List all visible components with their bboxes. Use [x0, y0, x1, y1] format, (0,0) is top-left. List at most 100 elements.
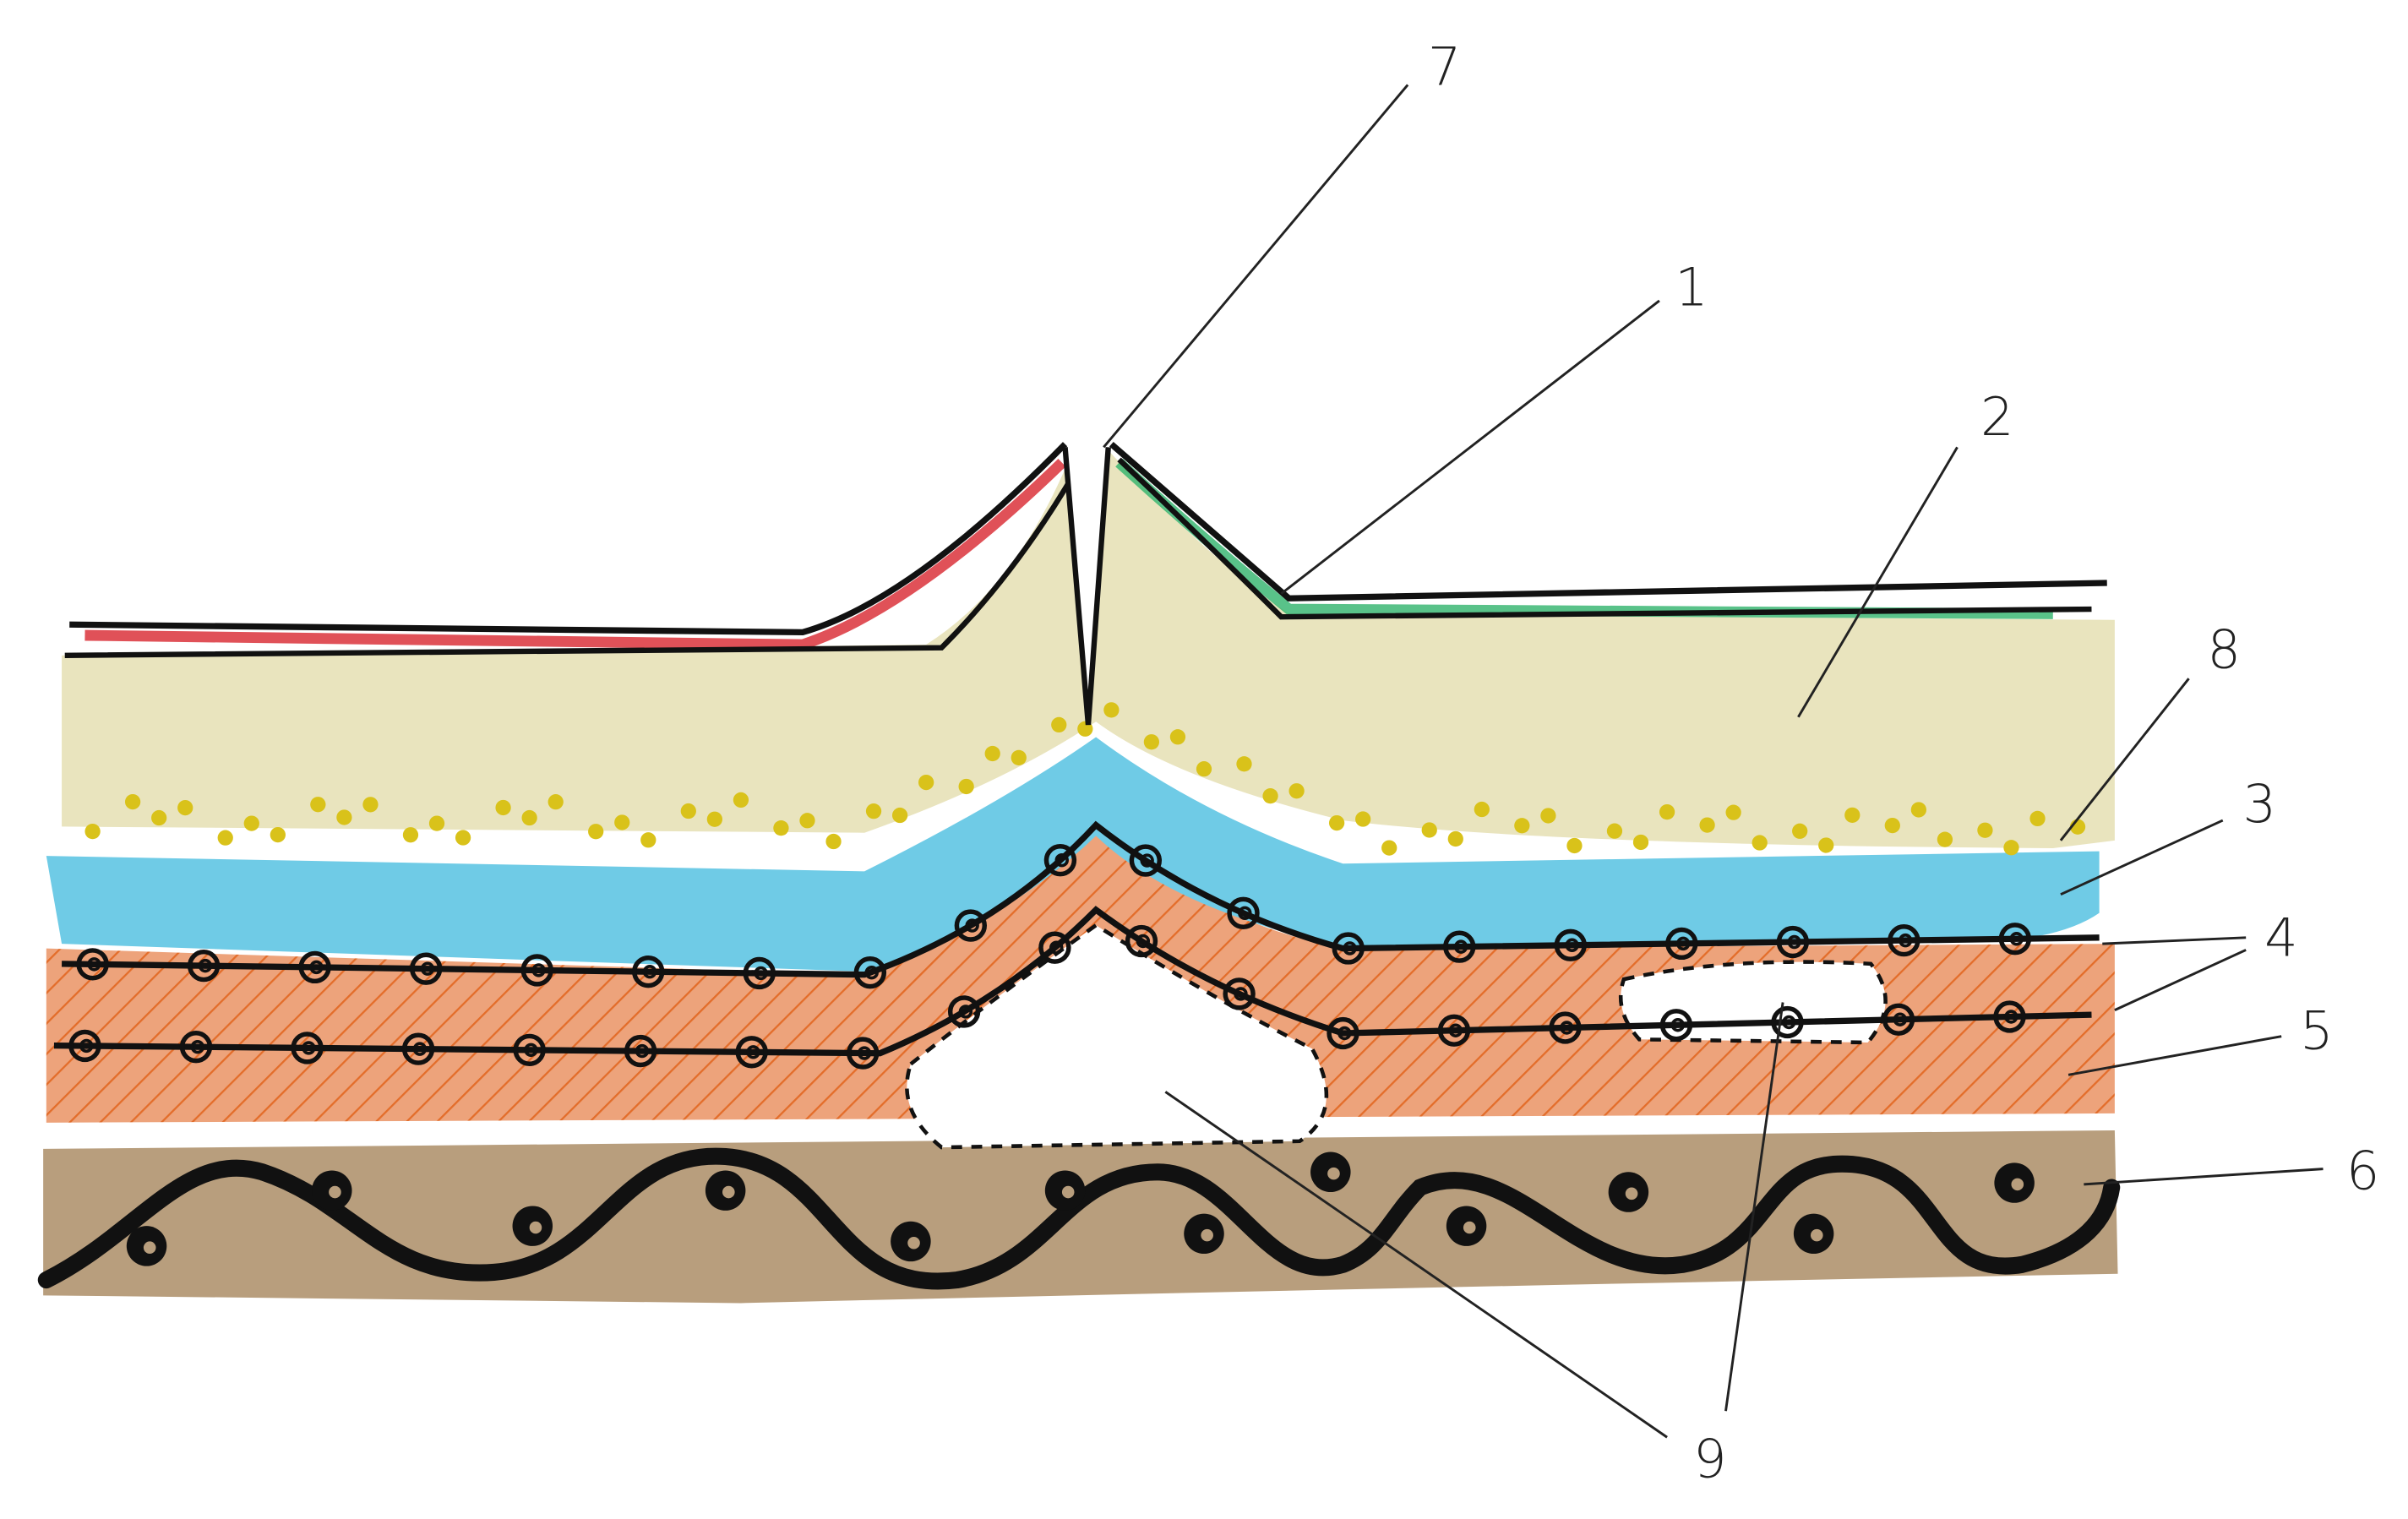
line-node-inner [531, 963, 546, 977]
label-5: 5 [2300, 999, 2334, 1061]
line-node-inner [1453, 939, 1468, 954]
layer-4-lower-line [53, 906, 2092, 1057]
fiber-dot-center [1625, 1187, 1638, 1200]
line-node-inner [1140, 853, 1154, 868]
yellow-dot [1103, 702, 1120, 718]
yellow-dot [640, 832, 656, 848]
yellow-dot [548, 794, 564, 810]
line-node [291, 1032, 324, 1064]
line-node-inner [1343, 941, 1357, 956]
line-node [1554, 928, 1587, 961]
fiber-dot-center [1810, 1228, 1823, 1242]
line-node [179, 1031, 213, 1064]
line-node-inner [1898, 933, 1913, 948]
line-node-inner [857, 1046, 872, 1060]
yellow-dot [825, 833, 842, 850]
yellow-dot [1421, 822, 1437, 838]
line-node [1327, 1016, 1359, 1050]
label-3: 3 [2243, 773, 2277, 835]
line-node [1125, 924, 1158, 958]
line-node-inner [2004, 1010, 2018, 1024]
line-node-inner [1565, 938, 1579, 952]
line-node [632, 956, 665, 988]
yellow-dot [680, 803, 696, 819]
line-node [410, 952, 443, 985]
fiber-dot-center [1327, 1167, 1340, 1180]
line-node [68, 1029, 101, 1063]
yellow-dot [1447, 830, 1463, 847]
yellow-dot [1236, 756, 1252, 772]
line-node [187, 949, 221, 983]
line-node-inner [635, 1043, 650, 1059]
yellow-dot [1169, 729, 1186, 745]
yellow-dot [1381, 840, 1397, 856]
line-node [735, 1036, 768, 1069]
line-node-inner [524, 1043, 538, 1058]
label-7: 7 [1428, 35, 1462, 97]
line-node [1665, 927, 1698, 961]
line-node [76, 948, 109, 981]
label-4: 4 [2264, 907, 2298, 969]
line-node-inner [1893, 1012, 1908, 1026]
layer-4-upper-line [62, 820, 2100, 978]
line-node-inner [1787, 934, 1801, 950]
fiber-dot-center [907, 1236, 920, 1250]
yellow-dot [773, 819, 789, 836]
fiber-dot-center [1061, 1185, 1075, 1199]
yellow-dot [1752, 835, 1768, 851]
line-node-inner [1448, 1023, 1463, 1037]
line-node-inner [958, 1004, 973, 1019]
line-node [1332, 932, 1365, 965]
yellow-dot [428, 815, 445, 831]
yellow-dot [1977, 822, 1993, 838]
line-node [624, 1034, 657, 1068]
line-node-inner [198, 958, 213, 973]
yellow-dot [984, 745, 1000, 762]
line-node-inner [754, 966, 768, 981]
fiber-dot-center [722, 1185, 735, 1199]
yellow-dot [1566, 837, 1583, 854]
yellow-dot [310, 797, 326, 813]
line-node [1038, 931, 1071, 964]
layer-1-epidermis [64, 441, 2107, 658]
yellow-dot [243, 815, 259, 831]
line-node-inner [302, 1041, 316, 1055]
yellow-dot [733, 792, 749, 808]
line-node-inner [642, 964, 657, 979]
line-node [1549, 1011, 1582, 1044]
line-node-inner [1054, 852, 1069, 868]
yellow-dot [2029, 810, 2046, 827]
line-node-inner [1049, 940, 1064, 955]
line-node [1998, 923, 2032, 956]
yellow-dot [177, 799, 193, 816]
line-node [947, 995, 981, 1028]
label-8: 8 [2207, 618, 2241, 680]
line-node [401, 1032, 435, 1065]
yellow-dot [1606, 823, 1623, 839]
line-node [847, 1037, 880, 1070]
line-node-inner [864, 965, 879, 980]
line-node-inner [309, 960, 324, 975]
cavity-central [905, 923, 1329, 1150]
yellow-dot [151, 809, 167, 826]
fiber-dots [126, 1152, 2035, 1266]
yellow-dot [799, 813, 815, 829]
line-node [513, 1033, 546, 1067]
line-node-inner [79, 1038, 94, 1054]
line-node-inner [1670, 1018, 1686, 1032]
yellow-dot [1196, 761, 1212, 777]
line-node-inner [746, 1045, 760, 1059]
line-node-inner [1238, 906, 1252, 921]
yellow-dot [1818, 837, 1834, 853]
fiber-dot-center [1201, 1228, 1213, 1242]
line-node [1993, 1000, 2026, 1033]
line-node [1227, 896, 1260, 929]
yellow-dot [336, 809, 352, 825]
line-node [1659, 1009, 1693, 1042]
line-node [853, 956, 887, 989]
yellow-dot [402, 827, 419, 843]
yellow-dot [1844, 807, 1860, 823]
yellow-dot [455, 830, 471, 846]
yellow-dot [865, 803, 882, 819]
fiber-dot-center [529, 1221, 542, 1234]
